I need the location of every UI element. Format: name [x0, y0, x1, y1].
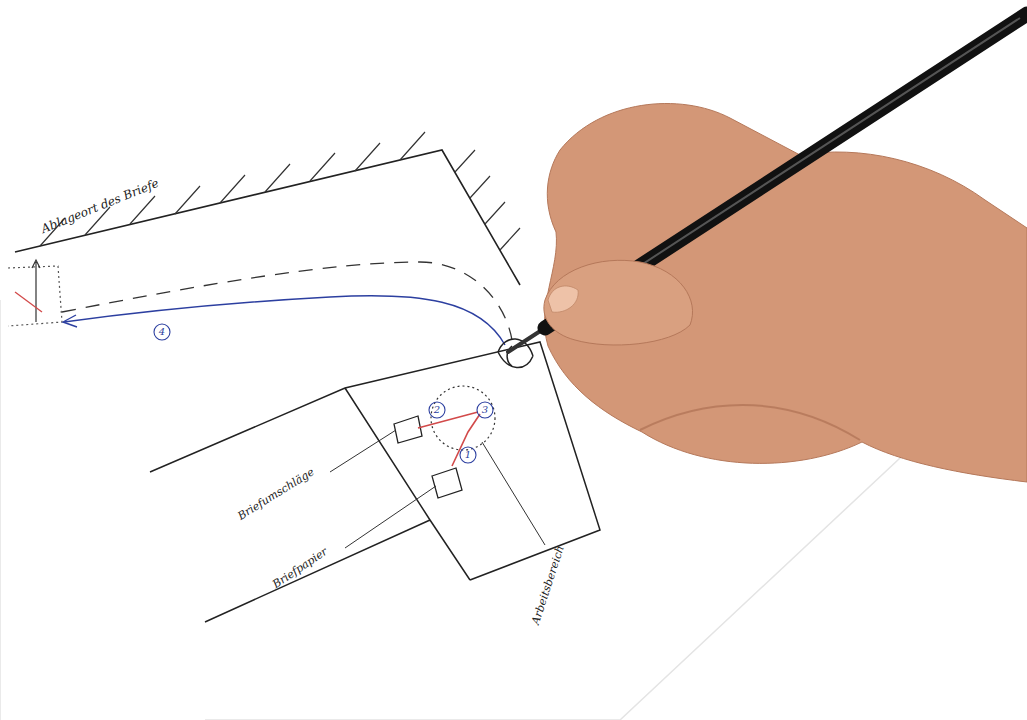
hand-crease [640, 405, 860, 440]
callout-circle [460, 447, 476, 463]
callout-circle [429, 402, 445, 418]
hand [545, 104, 1027, 482]
envelope-box [394, 416, 422, 443]
leader-line [330, 430, 545, 548]
walking-path [62, 262, 512, 340]
callout-circle [477, 402, 493, 418]
part-label: Briefpapier [271, 546, 330, 591]
storage-spot [8, 266, 62, 326]
carry-arrow [64, 296, 505, 345]
eye-symbol [498, 339, 533, 368]
callout-number: 2 [434, 405, 440, 415]
thumb [544, 260, 693, 345]
callout-number: 4 [159, 327, 165, 337]
wall-hatching [40, 132, 520, 250]
arrow-head [63, 315, 77, 327]
storage-arrow [32, 260, 40, 322]
thumbnail [548, 286, 578, 312]
area-label: Arbeitsbereich [530, 544, 566, 626]
work-table [150, 342, 600, 622]
work-area [431, 386, 495, 450]
callout-number: 3 [482, 405, 488, 415]
paper-box [432, 468, 462, 498]
motion-line [418, 412, 480, 466]
part-label: Briefumschläge [236, 466, 316, 522]
place-label: Ablageort des Briefe [40, 177, 161, 235]
callout-number: 1 [465, 450, 471, 460]
callout-circle [154, 324, 170, 340]
letter-mark [15, 292, 42, 312]
